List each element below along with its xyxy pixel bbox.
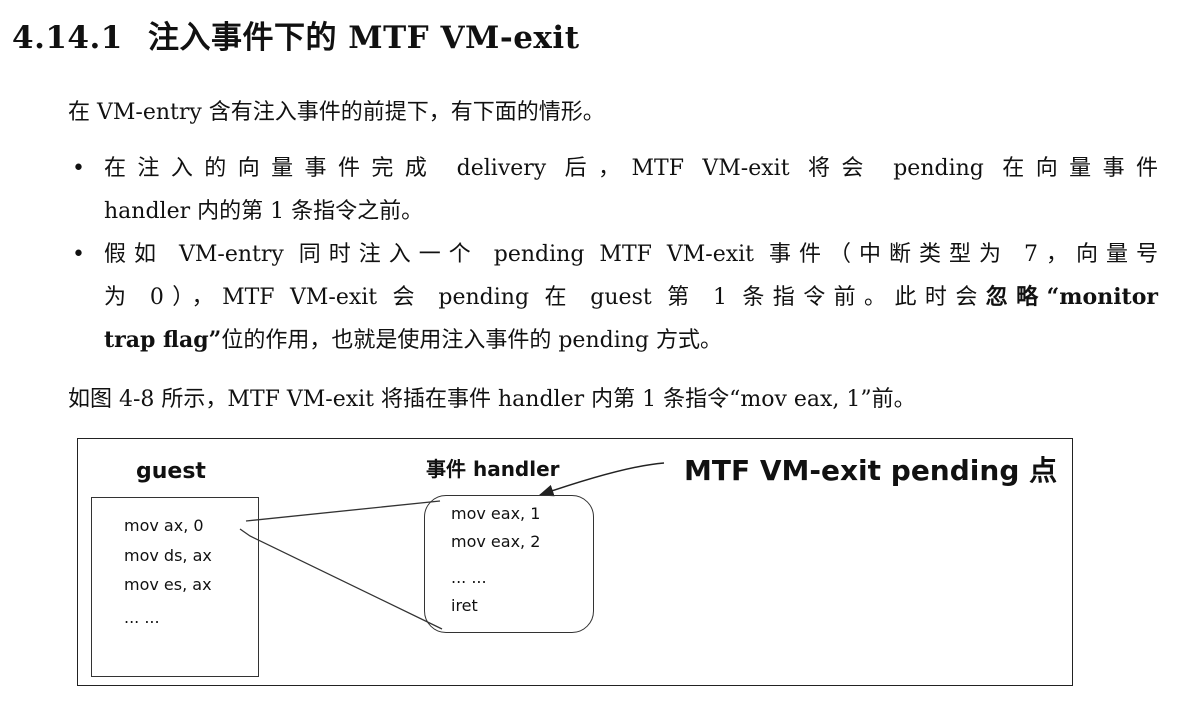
- bullet-item: • 在注入的向量事件完成 delivery 后，MTF VM-exit 将会 p…: [68, 147, 1158, 233]
- connector-line-top: [245, 500, 441, 522]
- guest-instruction: mov es, ax: [124, 575, 212, 594]
- bullet-text: 位的作用，也就是使用注入事件的 pending 方式。: [221, 328, 722, 353]
- bullet-dot: •: [72, 242, 85, 267]
- bullet-line: handler 内的第 1 条指令之前。: [104, 199, 424, 224]
- bullet-bold-text: 忽略“monitor: [985, 284, 1158, 310]
- figure-4-8: guest mov ax, 0 mov ds, ax mov es, ax ..…: [77, 438, 1073, 686]
- pending-arrow: [538, 462, 665, 497]
- pending-point-label: MTF VM-exit pending 点: [684, 454, 1058, 487]
- guest-instruction: mov ax, 0: [124, 516, 204, 535]
- bullet-line: trap flag”位的作用，也就是使用注入事件的 pending 方式。: [104, 319, 1158, 362]
- bullet-line: 在注入的向量事件完成 delivery 后，MTF VM-exit 将会 pen…: [104, 156, 1158, 181]
- bullet-bold-text: trap flag”: [104, 327, 222, 353]
- handler-instruction: mov eax, 2: [451, 532, 541, 551]
- bullet-item: • 假如 VM-entry 同时注入一个 pending MTF VM-exit…: [68, 233, 1158, 362]
- bullet-dot: •: [72, 156, 85, 181]
- section-title: 注入事件下的 MTF VM-exit: [148, 20, 580, 56]
- handler-instruction: mov eax, 1: [451, 504, 541, 523]
- guest-instruction: ... ...: [124, 608, 160, 627]
- figure-connectors: [239, 462, 665, 630]
- bullet-line: 为 0），MTF VM-exit 会 pending 在 guest 第 1 条…: [104, 276, 1158, 319]
- section-heading: 4.14.1 注入事件下的 MTF VM-exit: [12, 12, 580, 57]
- handler-instruction: iret: [451, 596, 478, 615]
- intro-paragraph: 在 VM-entry 含有注入事件的前提下，有下面的情形。: [68, 100, 605, 125]
- bullet-text: 为 0），MTF VM-exit 会 pending 在 guest 第 1 条…: [104, 285, 986, 310]
- section-number: 4.14.1: [12, 20, 123, 56]
- handler-instruction: ... ...: [451, 568, 487, 587]
- handler-box: mov eax, 1 mov eax, 2 ... ... iret: [424, 495, 594, 633]
- guest-title: guest: [136, 459, 206, 484]
- guest-instruction: mov ds, ax: [124, 546, 212, 565]
- connector-line-bottom: [239, 528, 443, 630]
- bullet-line: 假如 VM-entry 同时注入一个 pending MTF VM-exit 事…: [104, 242, 1158, 267]
- handler-title: 事件 handler: [426, 457, 560, 481]
- guest-box: mov ax, 0 mov ds, ax mov es, ax ... ...: [91, 497, 259, 677]
- bullet-list: • 在注入的向量事件完成 delivery 后，MTF VM-exit 将会 p…: [68, 147, 1158, 362]
- closing-paragraph: 如图 4-8 所示，MTF VM-exit 将插在事件 handler 内第 1…: [68, 387, 916, 412]
